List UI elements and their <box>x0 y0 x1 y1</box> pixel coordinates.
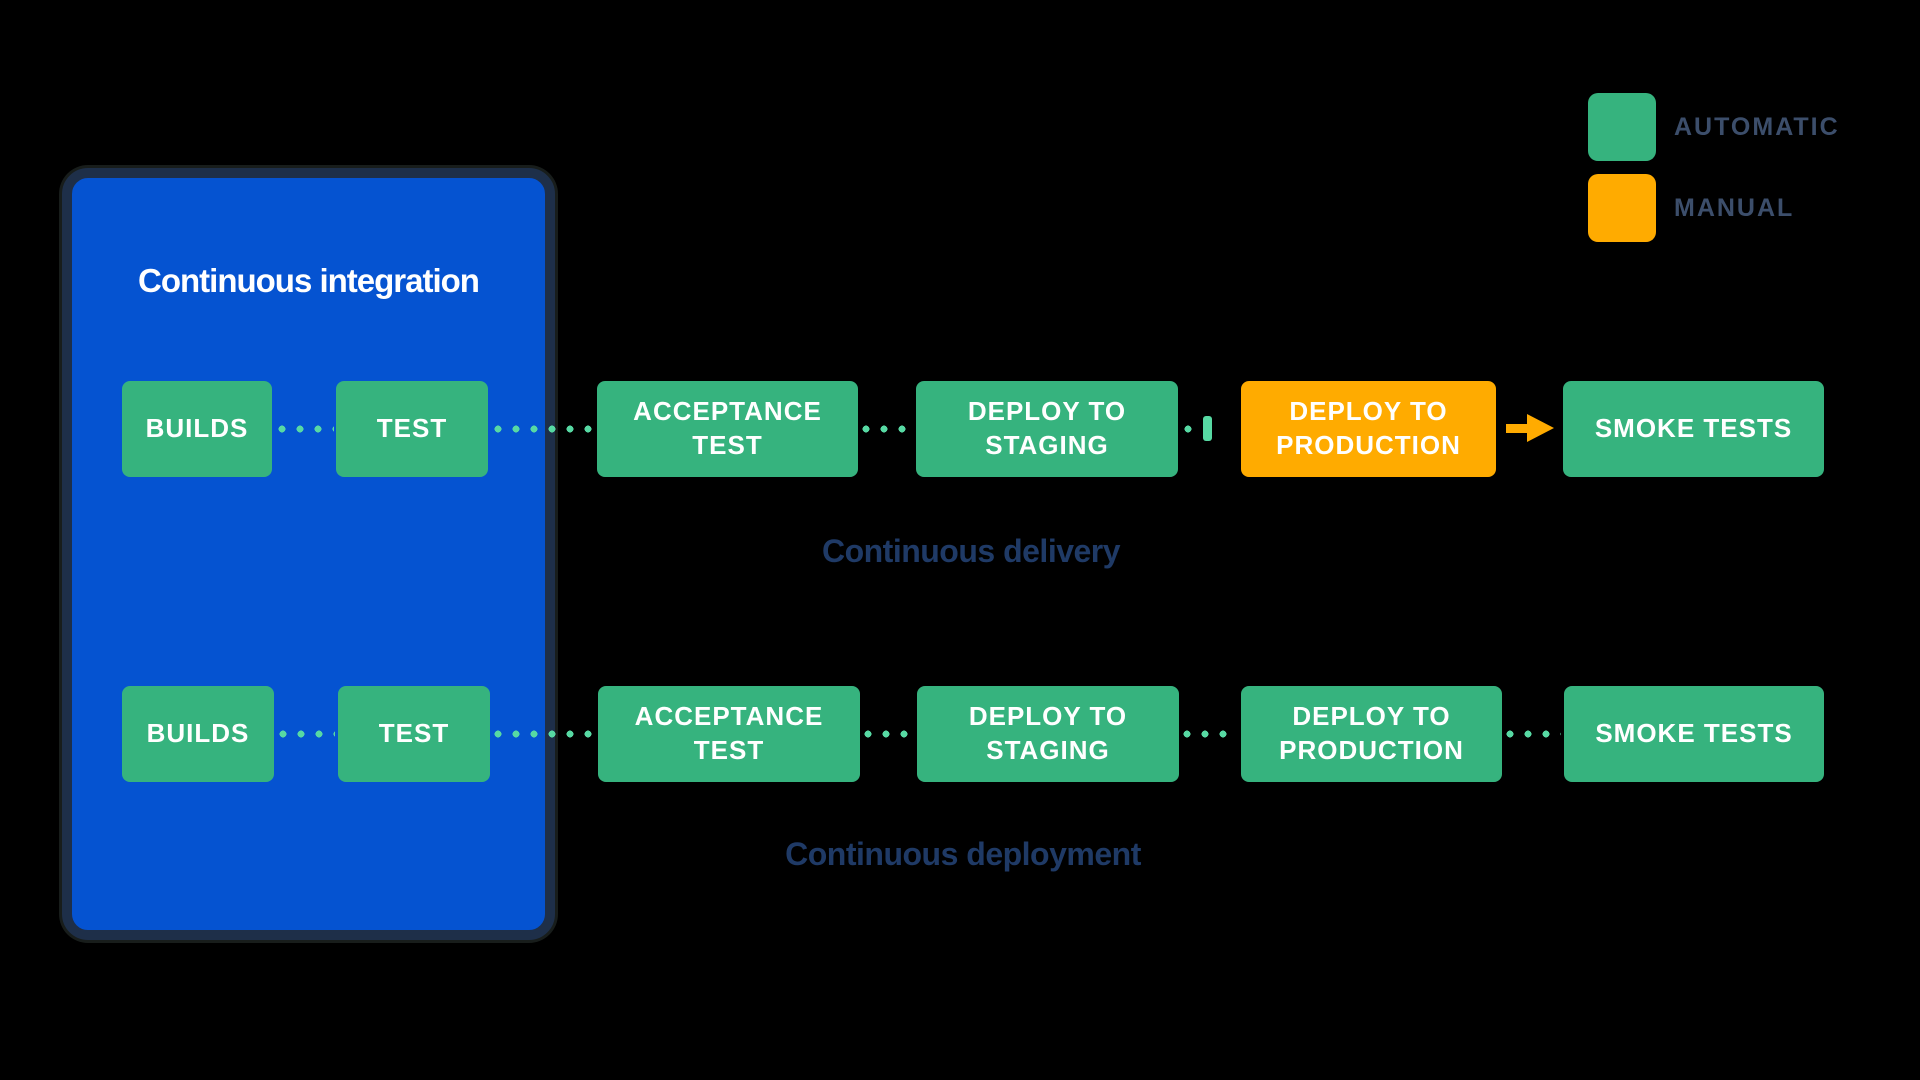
manual-swatch-icon <box>1588 174 1656 242</box>
continuous-delivery-label: Continuous delivery <box>821 533 1121 569</box>
stage-acceptance-test-delivery: ACCEPTANCE TEST <box>597 381 858 477</box>
dotted-connector <box>1184 425 1198 433</box>
stage-test-delivery: TEST <box>336 381 488 477</box>
dotted-connector <box>864 730 915 738</box>
dotted-connector <box>1506 730 1561 738</box>
legend-item-automatic: AUTOMATIC <box>1588 93 1840 161</box>
stage-smoke-tests-deployment: SMOKE TESTS <box>1564 686 1824 782</box>
stage-builds-delivery: BUILDS <box>122 381 272 477</box>
legend: AUTOMATIC MANUAL <box>1588 93 1840 255</box>
manual-gate-bar <box>1203 416 1212 441</box>
dotted-connector <box>278 425 334 433</box>
dotted-connector <box>494 425 595 433</box>
stage-builds-deployment: BUILDS <box>122 686 274 782</box>
legend-manual-label: MANUAL <box>1674 193 1795 222</box>
stage-deploy-to-staging-delivery: DEPLOY TO STAGING <box>916 381 1178 477</box>
legend-item-manual: MANUAL <box>1588 174 1840 242</box>
continuous-integration-title: Continuous integration <box>138 262 480 299</box>
stage-deploy-to-production-manual: DEPLOY TO PRODUCTION <box>1241 381 1496 477</box>
manual-arrow-head <box>1527 414 1554 442</box>
continuous-integration-panel <box>62 168 555 940</box>
manual-arrow <box>1506 424 1530 433</box>
stage-deploy-to-production-automatic: DEPLOY TO PRODUCTION <box>1241 686 1502 782</box>
dotted-connector <box>1183 730 1237 738</box>
dotted-connector <box>494 730 596 738</box>
dotted-connector <box>279 730 335 738</box>
dotted-connector <box>862 425 914 433</box>
stage-smoke-tests-delivery: SMOKE TESTS <box>1563 381 1824 477</box>
legend-automatic-label: AUTOMATIC <box>1674 112 1840 141</box>
stage-deploy-to-staging-deployment: DEPLOY TO STAGING <box>917 686 1179 782</box>
stage-acceptance-test-deployment: ACCEPTANCE TEST <box>598 686 860 782</box>
automatic-swatch-icon <box>1588 93 1656 161</box>
stage-test-deployment: TEST <box>338 686 490 782</box>
continuous-deployment-label: Continuous deployment <box>785 836 1141 872</box>
